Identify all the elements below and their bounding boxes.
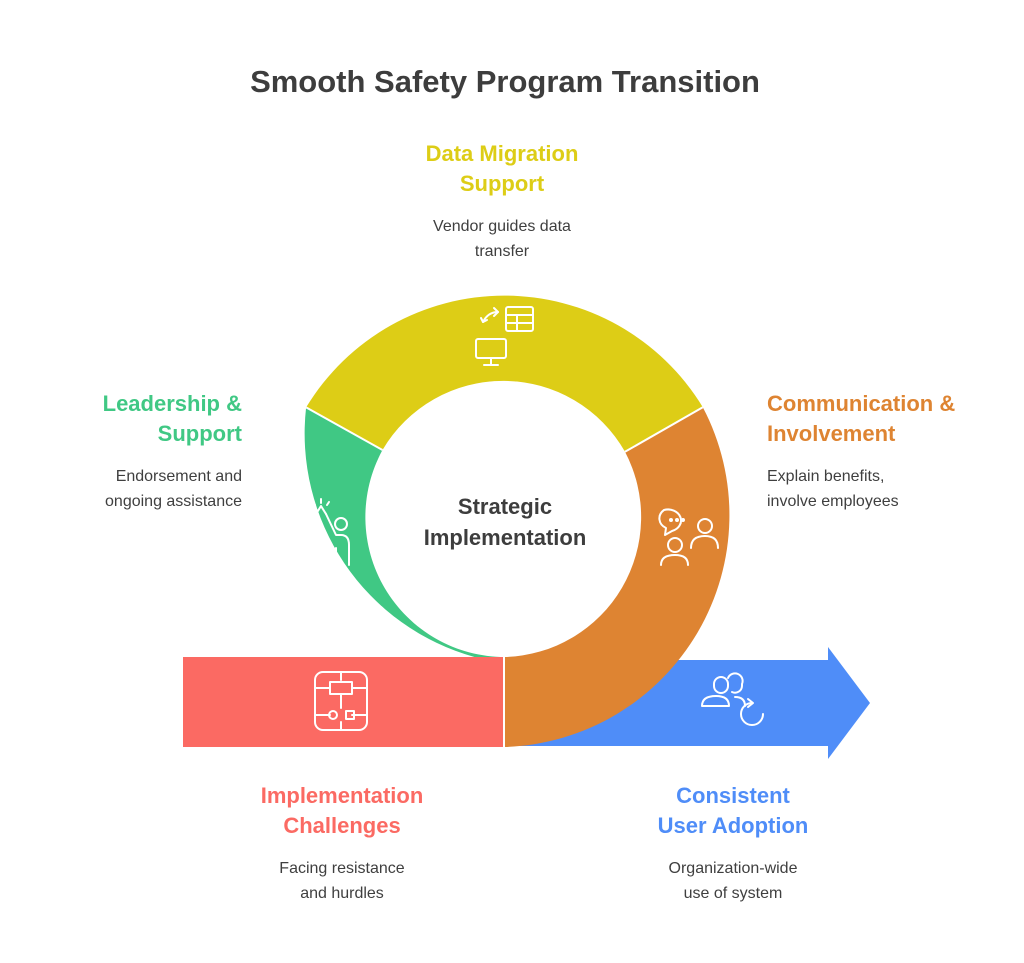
- high-five-icon: [292, 498, 350, 566]
- data-migration-desc-1: Vendor guides data: [433, 218, 571, 235]
- data-migration-block: Data Migration Support Vendor guides dat…: [352, 139, 652, 264]
- leadership-heading-2: Support: [157, 421, 242, 446]
- leadership-segment: [304, 407, 505, 658]
- adoption-block: Consistent User Adoption Organization-wi…: [583, 781, 883, 906]
- diagram-title: Smooth Safety Program Transition: [250, 64, 760, 99]
- leadership-block: Leadership & Support Endorsement and ong…: [40, 389, 242, 514]
- leadership-desc-1: Endorsement and: [115, 468, 242, 485]
- adoption-heading-1: Consistent: [676, 783, 790, 808]
- challenges-desc-2: and hurdles: [300, 885, 384, 902]
- challenges-bar: [183, 657, 503, 747]
- challenges-block: Implementation Challenges Facing resista…: [192, 781, 492, 906]
- adoption-desc-1: Organization-wide: [668, 860, 798, 877]
- circuit-chip-icon: [314, 671, 368, 731]
- center-label-line1: Strategic: [457, 494, 553, 519]
- data-migration-heading-2: Support: [459, 171, 545, 196]
- data-transfer-icon: [475, 306, 534, 366]
- challenges-desc-1: Facing resistance: [279, 860, 405, 877]
- adoption-desc-2: use of system: [683, 885, 783, 902]
- chat-people-icon: [658, 508, 719, 566]
- communication-segment: [505, 407, 730, 747]
- challenges-heading-1: Implementation: [260, 783, 424, 808]
- center-label: Strategic Implementation: [405, 491, 605, 553]
- communication-desc-1: Explain benefits,: [767, 468, 885, 485]
- leadership-desc-2: ongoing assistance: [105, 493, 242, 510]
- data-migration-desc-2: transfer: [474, 243, 530, 260]
- communication-desc-2: involve employees: [767, 493, 899, 510]
- leadership-heading-1: Leadership &: [102, 391, 242, 416]
- center-label-line2: Implementation: [423, 525, 587, 550]
- challenges-heading-2: Challenges: [283, 813, 401, 838]
- communication-heading-2: Involvement: [767, 421, 896, 446]
- data-migration-heading-1: Data Migration: [425, 141, 579, 166]
- data-migration-segment: [306, 295, 703, 452]
- communication-heading-1: Communication &: [767, 391, 956, 416]
- communication-block: Communication & Involvement Explain bene…: [767, 389, 997, 514]
- users-refresh-icon: [701, 672, 764, 726]
- adoption-heading-2: User Adoption: [657, 813, 809, 838]
